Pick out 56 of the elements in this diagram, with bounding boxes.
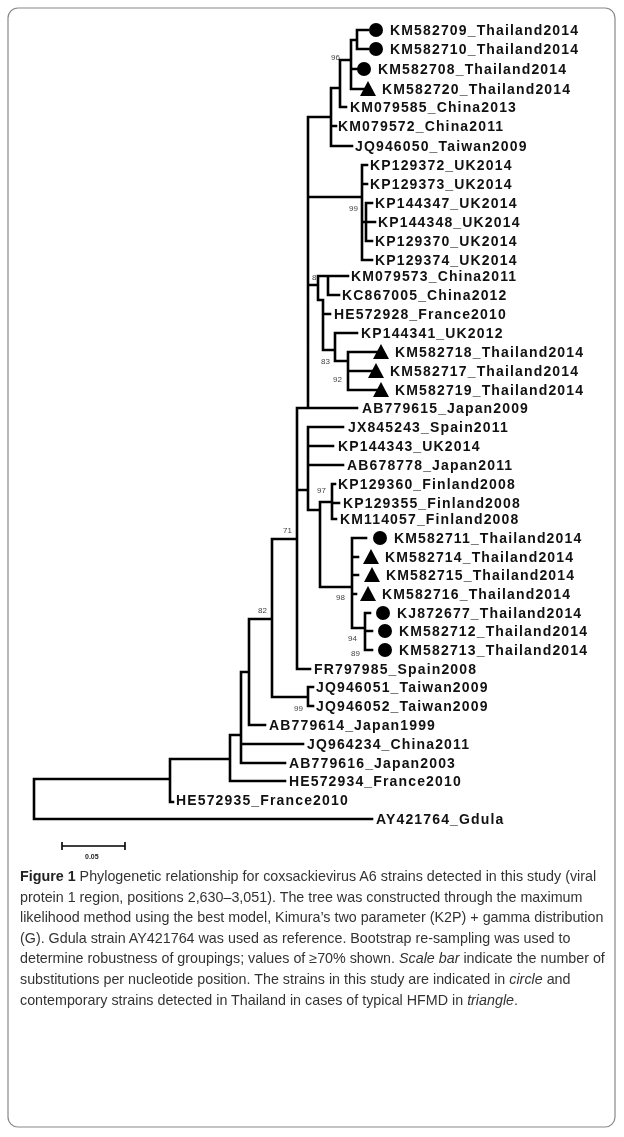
taxon-label: KP129373_UK2014 xyxy=(370,176,513,192)
taxon-label: KM582716_Thailand2014 xyxy=(382,586,572,602)
taxon-label: KM582715_Thailand2014 xyxy=(386,567,576,583)
taxon-label: KM582709_Thailand2014 xyxy=(390,22,580,38)
bootstrap-value: 99 xyxy=(294,704,303,713)
taxon-label: HE572934_France2010 xyxy=(289,773,462,789)
bootstrap-value: 92 xyxy=(333,375,342,384)
taxon-label: KM079573_China2011 xyxy=(351,268,518,284)
taxon-label: KP129374_UK2014 xyxy=(375,252,518,268)
bootstrap-value: 71 xyxy=(283,526,292,535)
taxon-label: JQ946052_Taiwan2009 xyxy=(316,698,489,714)
taxon-label: AB779615_Japan2009 xyxy=(362,400,530,416)
bootstrap-value: 97 xyxy=(317,486,326,495)
taxon-label: KP129370_UK2014 xyxy=(375,233,518,249)
taxon-label: KM582713_Thailand2014 xyxy=(399,642,589,658)
taxon-label: KM582710_Thailand2014 xyxy=(390,41,580,57)
taxon-label: JQ946051_Taiwan2009 xyxy=(316,679,489,695)
taxon-label: JX845243_Spain2011 xyxy=(348,419,509,435)
taxon-label: JQ946050_Taiwan2009 xyxy=(355,138,528,154)
bootstrap-value: 94 xyxy=(348,634,357,643)
taxon-label: KM079572_China2011 xyxy=(338,118,505,134)
taxon-label: KM582720_Thailand2014 xyxy=(382,81,572,97)
taxon-label: JQ964234_China2011 xyxy=(307,736,471,752)
taxon-label: FR797985_Spain2008 xyxy=(314,661,478,677)
taxon-label: KP144347_UK2014 xyxy=(375,195,518,211)
taxon-label: AY421764_Gdula xyxy=(376,811,505,827)
taxon-label: KP129372_UK2014 xyxy=(370,157,513,173)
taxon-label: AB779614_Japan1999 xyxy=(269,717,437,733)
bootstrap-value: 98 xyxy=(336,593,345,602)
taxon-label: KM582711_Thailand2014 xyxy=(394,530,583,546)
bootstrap-value: 82 xyxy=(258,606,267,615)
taxon-label: KM582717_Thailand2014 xyxy=(390,363,580,379)
taxon-label: KP144341_UK2012 xyxy=(361,325,504,341)
taxon-label: KJ872677_Thailand2014 xyxy=(397,605,583,621)
bootstrap-value: 99 xyxy=(349,204,358,213)
bootstrap-value: 89 xyxy=(351,649,360,658)
taxon-label: KM582712_Thailand2014 xyxy=(399,623,589,639)
taxon-label: KM582719_Thailand2014 xyxy=(395,382,585,398)
taxon-label: KM582708_Thailand2014 xyxy=(378,61,568,77)
taxon-label: KM114057_Finland2008 xyxy=(340,511,520,527)
taxon-label: AB779616_Japan2003 xyxy=(289,755,457,771)
bootstrap-value: 8 xyxy=(312,273,317,282)
taxon-label: KP129360_Finland2008 xyxy=(338,476,516,492)
taxon-label: HE572928_France2010 xyxy=(334,306,507,322)
taxon-label: AB678778_Japan2011 xyxy=(347,457,514,473)
taxon-label: KP129355_Finland2008 xyxy=(343,495,521,511)
taxon-label: KP144343_UK2014 xyxy=(338,438,481,454)
figure-caption: Figure 1 Phylogenetic relationship for coxsackievirus A6 strains detected in this study (viral protein 1 region, positions 2,630–3,051). The tree was constructed through the maximum likelihood method using the best model, Kimura’s two parameter (K2P) + gamma distribution (G). Gdula strain AY421764 was used as reference. Bootstrap re-sampling was used to determine robustness of groupings; values of ≥70% shown. Scale bar indicate the number of substitutions per nucleotide position. The strains in this study are indicated in circle and contemporary strains detected in Thailand in cases of typical HFMD in triangle. xyxy=(20,867,606,1010)
bootstrap-value: 96 xyxy=(331,53,340,62)
taxon-label: KM582714_Thailand2014 xyxy=(385,549,575,565)
taxon-label: KM582718_Thailand2014 xyxy=(395,344,585,360)
taxon-label: KC867005_China2012 xyxy=(342,287,508,303)
bootstrap-value: 83 xyxy=(321,357,330,366)
taxon-label: KP144348_UK2014 xyxy=(378,214,521,230)
taxon-label: HE572935_France2010 xyxy=(176,792,349,808)
taxon-label: KM079585_China2013 xyxy=(350,99,517,115)
